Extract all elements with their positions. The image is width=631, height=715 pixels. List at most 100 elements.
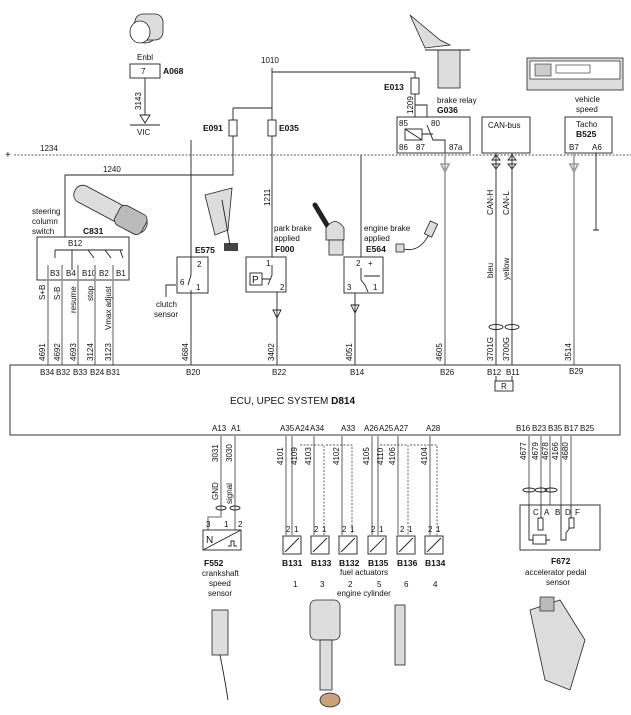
shield-marker bbox=[229, 505, 241, 511]
fuse-e091 bbox=[228, 119, 238, 137]
brake-relay-pin: 80 bbox=[431, 119, 440, 128]
cylinder-number: 6 bbox=[404, 580, 409, 589]
tacho-a6-wire bbox=[593, 153, 599, 231]
twisted-pair-marker bbox=[504, 324, 520, 330]
can-l-color: yellow bbox=[502, 258, 511, 280]
ecu-pin: B31 bbox=[106, 368, 121, 377]
brake-relay-pin: 87a bbox=[449, 143, 463, 152]
accel-pedal-pin: B bbox=[555, 508, 560, 517]
crankshaft-symbol-lines bbox=[202, 529, 242, 551]
crankshaft-pin: 2 bbox=[238, 520, 243, 529]
steering-switch-pin: B2 bbox=[99, 269, 109, 278]
wire-label-3700g: 3700G bbox=[502, 337, 511, 361]
crankshaft-sensor-image bbox=[211, 609, 229, 701]
wire-label: 4692 bbox=[53, 343, 62, 361]
steering-switch-label: switch bbox=[32, 227, 54, 236]
ecu-pin: A27 bbox=[394, 424, 409, 433]
can-bus-box bbox=[481, 116, 531, 154]
wire-3143 bbox=[130, 78, 160, 126]
diagnostic-pin: 7 bbox=[141, 67, 146, 76]
fuse-e013 bbox=[410, 77, 420, 95]
actuator-code: B135 bbox=[368, 558, 389, 568]
fuse-e013-label: E013 bbox=[384, 82, 404, 92]
actuator-code: B131 bbox=[282, 558, 303, 568]
engine-brake-contact bbox=[360, 268, 380, 293]
park-brake-contact bbox=[262, 265, 273, 286]
wire-label: 4677 bbox=[519, 442, 528, 460]
accel-pedal-pin: A bbox=[544, 508, 550, 517]
clutch-contact bbox=[165, 257, 192, 297]
wire-label: 4166 bbox=[551, 442, 560, 460]
wire-4605 bbox=[439, 153, 451, 365]
accel-pedal-pin: D bbox=[565, 508, 571, 517]
cylinder-number: 3 bbox=[320, 580, 325, 589]
steering-switch-pin: B12 bbox=[68, 239, 83, 248]
tachograph-image bbox=[526, 57, 624, 91]
actuator-pin: 1 bbox=[294, 525, 299, 534]
ecu-pin: A13 bbox=[212, 424, 227, 433]
diagnostic-label: Enbl bbox=[137, 53, 153, 62]
wire-1240 bbox=[64, 136, 234, 237]
ecu-pin: B34 bbox=[40, 368, 55, 377]
ecu-pin: B16 bbox=[516, 424, 531, 433]
brake-relay-code: G036 bbox=[437, 105, 458, 115]
actuator-symbol bbox=[369, 537, 385, 553]
clutch-pedal-image bbox=[204, 187, 238, 251]
ecu-pin: A24 bbox=[295, 424, 310, 433]
actuator-pin: 2 bbox=[314, 525, 319, 534]
crankshaft-pin: 3 bbox=[206, 520, 211, 529]
actuator-code: B132 bbox=[339, 558, 360, 568]
actuator-symbol bbox=[398, 537, 414, 553]
wire-label: 3124 bbox=[86, 343, 95, 361]
fuel-actuators-label: fuel actuators bbox=[340, 568, 388, 577]
park-brake-pin: 1 bbox=[266, 259, 271, 268]
cylinder-number: 2 bbox=[348, 580, 353, 589]
ecu-pin: A26 bbox=[364, 424, 379, 433]
park-brake-label: applied bbox=[274, 234, 300, 243]
tacho-box bbox=[564, 116, 613, 154]
wire-label: 4106 bbox=[388, 447, 397, 465]
actuator-code: B136 bbox=[397, 558, 418, 568]
wire-label: 4680 bbox=[561, 442, 570, 460]
tacho-pin: B7 bbox=[569, 143, 579, 152]
crankshaft-wires bbox=[207, 435, 236, 530]
accel-pedal-pin: C bbox=[533, 508, 539, 517]
diagnostic-code: A068 bbox=[163, 66, 184, 76]
crankshaft-code: F552 bbox=[204, 558, 224, 568]
fuse-e035-label: E035 bbox=[279, 123, 299, 133]
wire-3514 bbox=[568, 153, 580, 365]
park-brake-symbol: P bbox=[252, 275, 259, 286]
accel-pedal-label: accelerator pedal bbox=[525, 568, 587, 577]
crankshaft-symbol: N bbox=[206, 535, 213, 546]
engine-brake-label: applied bbox=[364, 234, 390, 243]
wire-label-3030: 3030 bbox=[225, 444, 234, 462]
actuator-code: B134 bbox=[425, 558, 446, 568]
can-l-label: CAN-L bbox=[502, 190, 511, 215]
wire-label: 4693 bbox=[69, 343, 78, 361]
accelerator-pedal-image bbox=[529, 596, 586, 691]
brake-relay-pin: 87 bbox=[416, 143, 425, 152]
signal-label: signal bbox=[225, 483, 234, 504]
accel-pedal-resistor bbox=[568, 517, 575, 529]
relay-contact bbox=[404, 124, 446, 153]
clutch-switch-box bbox=[176, 256, 209, 294]
engine-brake-lever-image bbox=[312, 202, 345, 256]
wire-label-1240: 1240 bbox=[103, 165, 121, 174]
wire-label: 4103 bbox=[304, 447, 313, 465]
ecu-pin: B17 bbox=[564, 424, 579, 433]
diagnostic-target: VIC bbox=[137, 128, 151, 137]
ecu-title-text: ECU, UPEC SYSTEM bbox=[230, 396, 328, 407]
steering-switch-label: steering bbox=[32, 207, 60, 216]
accel-pedal-code: F672 bbox=[551, 556, 571, 566]
accel-pedal-sensor-box bbox=[519, 504, 601, 551]
ecu-pin: B25 bbox=[580, 424, 595, 433]
ecu-pin: B24 bbox=[90, 368, 105, 377]
terminating-resistor bbox=[494, 380, 514, 392]
shield-marker bbox=[544, 487, 558, 493]
park-brake-label: park brake bbox=[274, 224, 312, 233]
cylinder-number: 5 bbox=[377, 580, 382, 589]
wire-label-1211: 1211 bbox=[263, 188, 272, 206]
accel-pedal-label: sensor bbox=[546, 578, 570, 587]
